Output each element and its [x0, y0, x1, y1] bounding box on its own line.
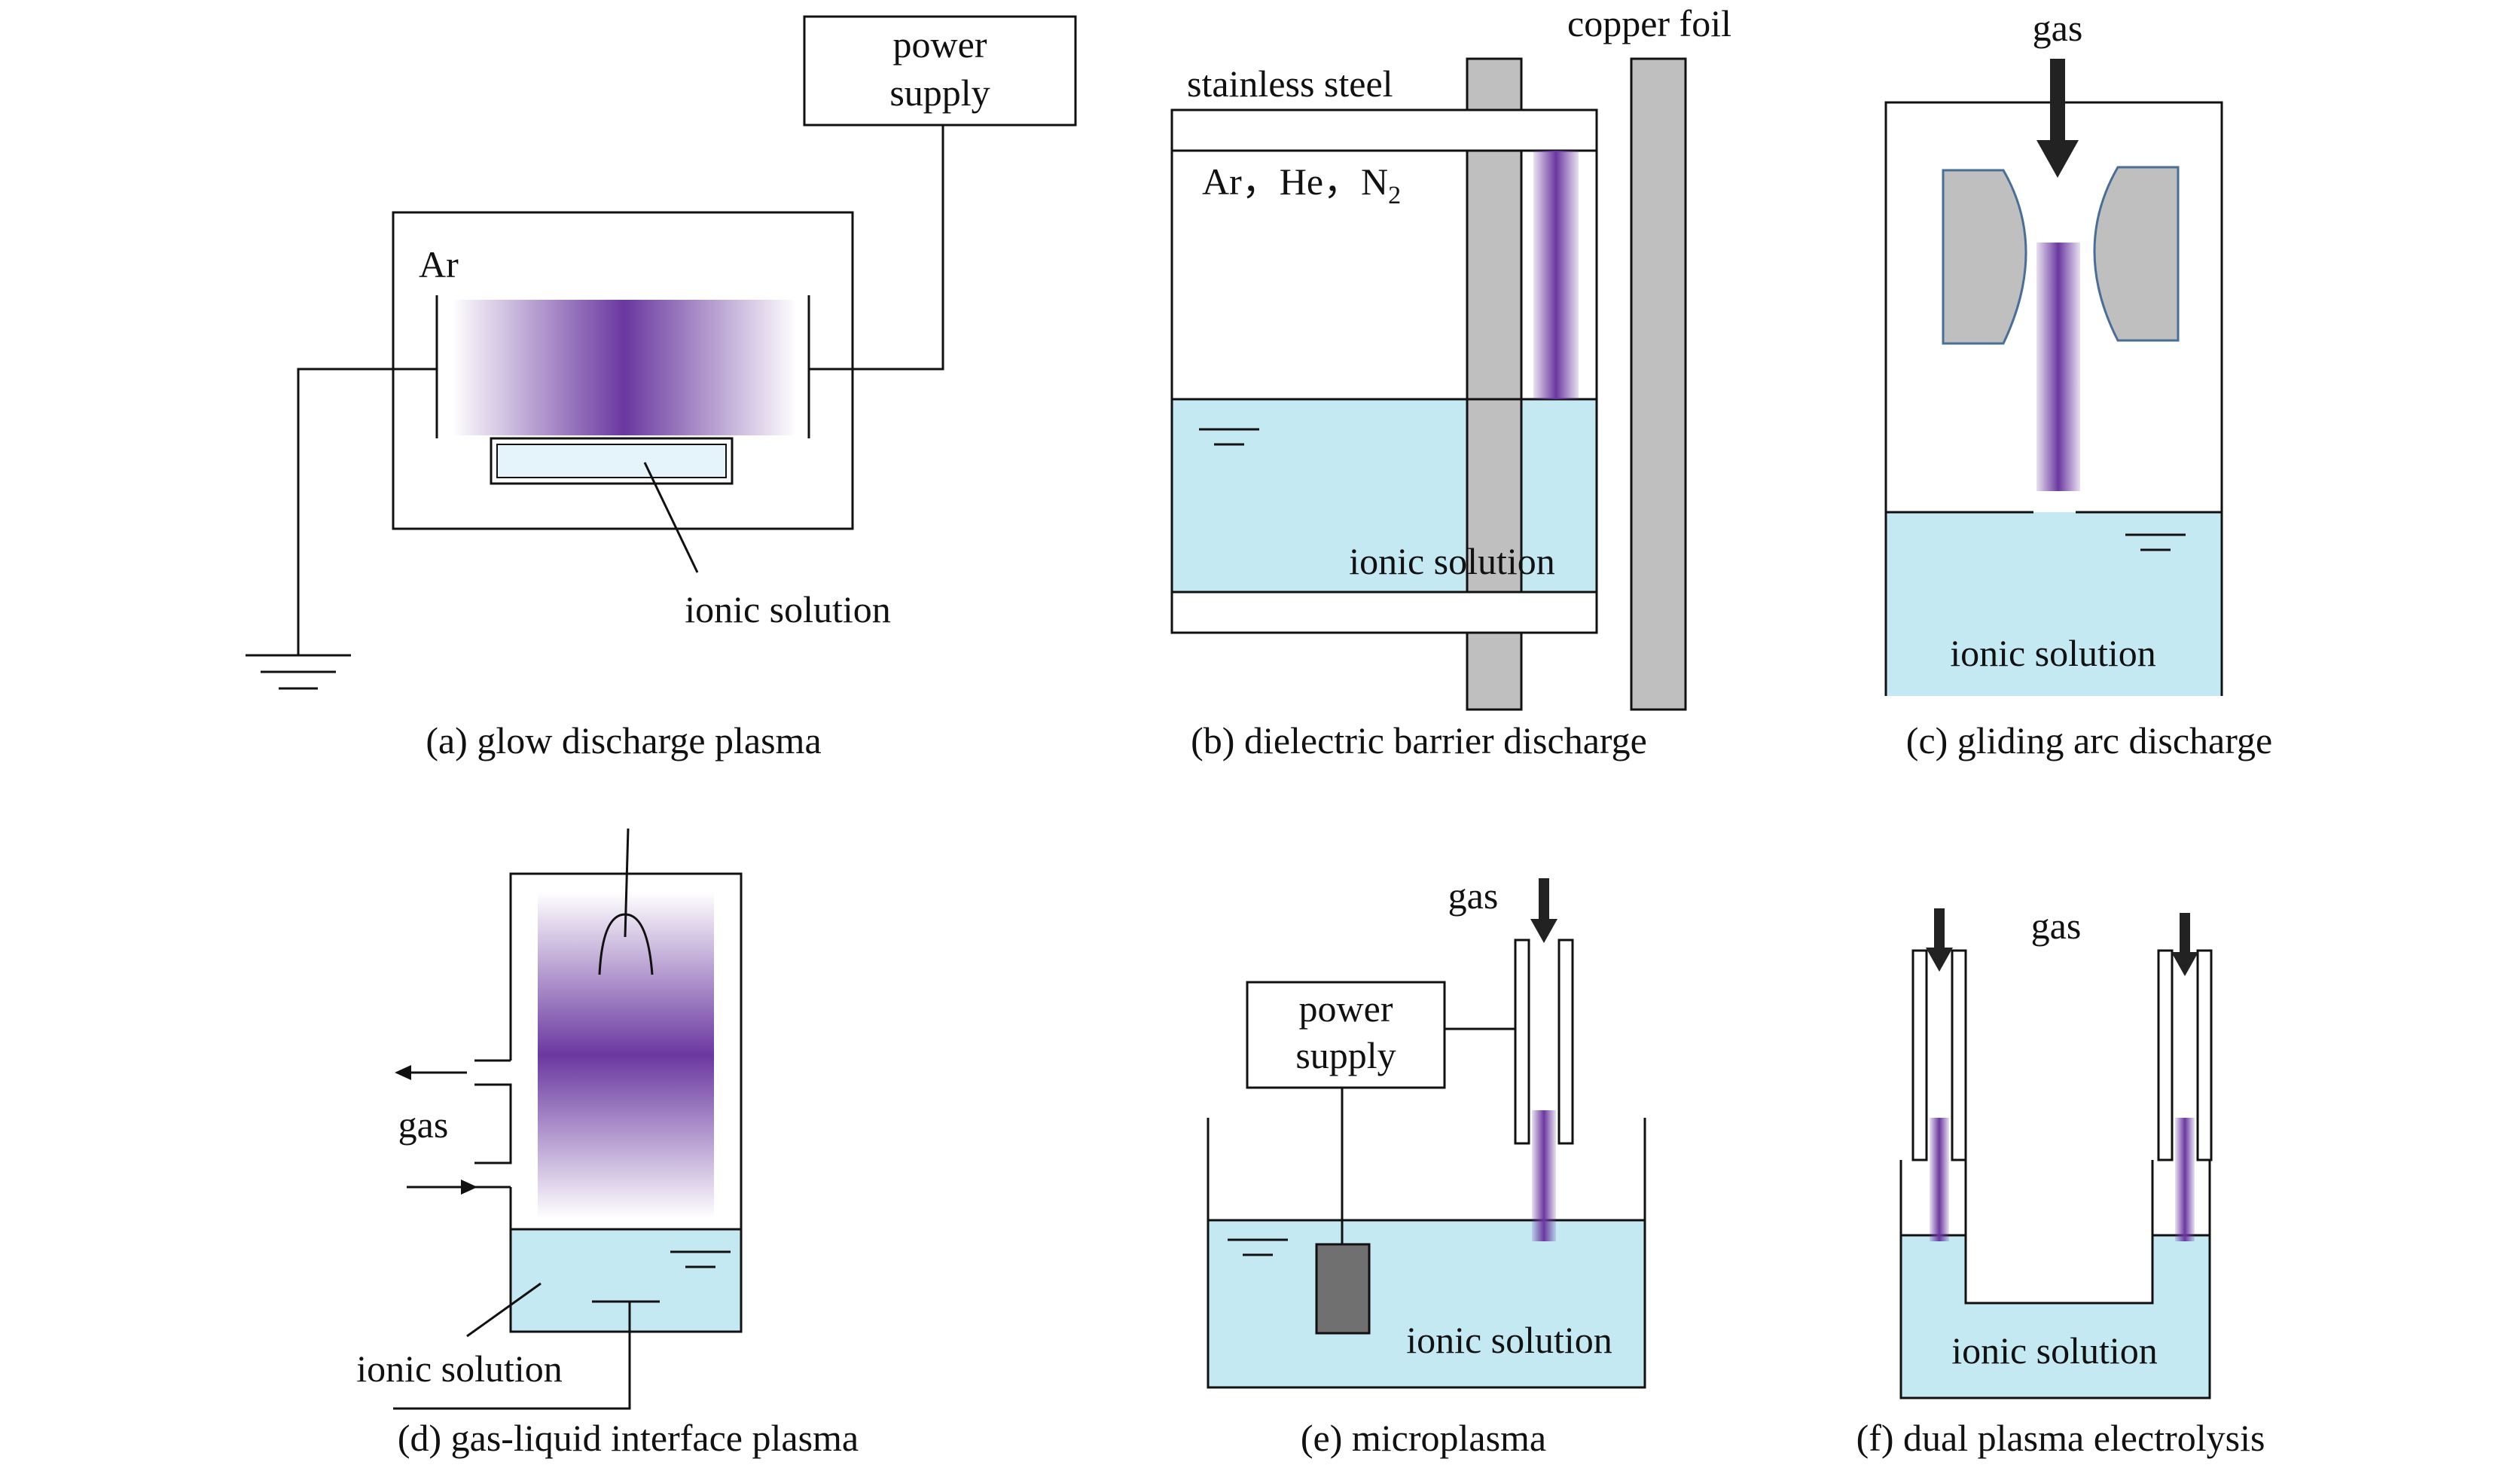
solution-region	[1172, 399, 1597, 592]
capillary-outer-right	[1557, 939, 1574, 1145]
left-gas-arrow-head	[1926, 948, 1953, 972]
interface-plasma	[538, 892, 714, 1219]
foil-label: copper foil	[1567, 2, 1731, 44]
gas-label: gas	[2033, 7, 2083, 49]
gas-label: Ar	[419, 243, 459, 285]
caption-d: (d) gas-liquid interface plasma	[398, 1417, 859, 1459]
gas-arrow-head	[2036, 140, 2079, 178]
submerged-lead	[393, 1302, 631, 1410]
dbd-plasma	[1533, 151, 1579, 399]
solution-label: ionic solution	[1950, 632, 2156, 674]
solution-region	[511, 1229, 741, 1332]
power-supply-label-line1: power	[893, 23, 987, 66]
power-wire	[809, 125, 944, 371]
solution-region	[1886, 512, 2222, 696]
gas-in-arrowhead	[461, 1180, 477, 1195]
glow-plasma	[452, 300, 797, 435]
left-capillary-outer	[1911, 949, 1928, 1161]
top-plate	[1170, 108, 1598, 152]
solution-label: ionic solution	[1406, 1319, 1612, 1361]
panel-a: power supply Ar ionic solution (a) glow …	[246, 15, 1077, 761]
power-supply-box	[1246, 981, 1446, 1089]
solution-label: ionic solution	[1951, 1329, 2158, 1372]
right-capillary-inner	[2196, 949, 2213, 1161]
solution-pointer	[466, 1282, 542, 1338]
left-plasma-jet	[1930, 1118, 1949, 1241]
counter-electrode	[1315, 1243, 1371, 1335]
gas-label: gas	[398, 1103, 449, 1146]
steel-label: stainless steel	[1187, 63, 1393, 105]
ground-wire	[297, 368, 437, 655]
copper-foil	[1630, 57, 1687, 711]
power-supply-label-line1: power	[1299, 987, 1393, 1030]
panel-f: gas ionic solution (f) dual plasma elect…	[1856, 905, 2265, 1459]
right-gas-arrow-head	[2171, 952, 2198, 976]
gas-label: gas	[1448, 874, 1499, 917]
electrode-lead	[624, 828, 630, 938]
caption-e: (e) microplasma	[1301, 1417, 1546, 1459]
gas-port-bracket	[474, 1083, 512, 1164]
right-electrode	[2093, 166, 2180, 342]
gas-label: gas	[2031, 905, 2082, 947]
caption-a: (a) glow discharge plasma	[426, 719, 821, 761]
left-electrode	[1942, 169, 2027, 345]
ionic-solution	[496, 444, 727, 478]
microplasma-jet	[1532, 1110, 1556, 1241]
vessel-outline	[1207, 1118, 1646, 1389]
vessel-outline	[509, 872, 743, 1333]
gas-out-arrowhead	[395, 1065, 411, 1080]
solution-label: ionic solution	[685, 588, 891, 630]
right-capillary-outer	[2157, 949, 2174, 1161]
solution-pointer	[643, 462, 699, 573]
u-channel	[1964, 1160, 2154, 1305]
left-capillary-inner	[1951, 949, 1967, 1161]
capillary-outer-left	[1514, 939, 1530, 1145]
gas-arrow-head	[1530, 919, 1557, 943]
panel-c: gas ionic solution (c) gliding arc disch…	[1884, 7, 2272, 761]
bottom-plate	[1170, 591, 1598, 634]
solution-region	[1901, 1235, 2210, 1398]
gliding-arc-plasma	[2036, 243, 2080, 491]
solution-region	[1208, 1220, 1645, 1387]
panel-d: gas ionic solution (d) gas-liquid interf…	[356, 828, 859, 1459]
caption-f: (f) dual plasma electrolysis	[1856, 1417, 2265, 1459]
power-supply-label-line2: supply	[1295, 1034, 1396, 1076]
panel-e: gas power supply ionic solution (e) micr…	[1207, 874, 1646, 1459]
solution-label: ionic solution	[356, 1347, 563, 1390]
power-supply-label-line2: supply	[889, 72, 990, 114]
panel-b: stainless steel copper foil Ar，He，N2 ion…	[1170, 2, 1731, 761]
power-supply-box	[803, 15, 1077, 127]
gases-label: Ar，He，N2	[1202, 160, 1401, 209]
hook-electrode	[598, 913, 654, 975]
caption-c: (c) gliding arc discharge	[1906, 719, 2272, 761]
right-plasma-jet	[2175, 1118, 2195, 1241]
solution-label: ionic solution	[1349, 540, 1555, 582]
vessel-outline	[1899, 1160, 2211, 1399]
caption-b: (b) dielectric barrier discharge	[1191, 719, 1647, 761]
